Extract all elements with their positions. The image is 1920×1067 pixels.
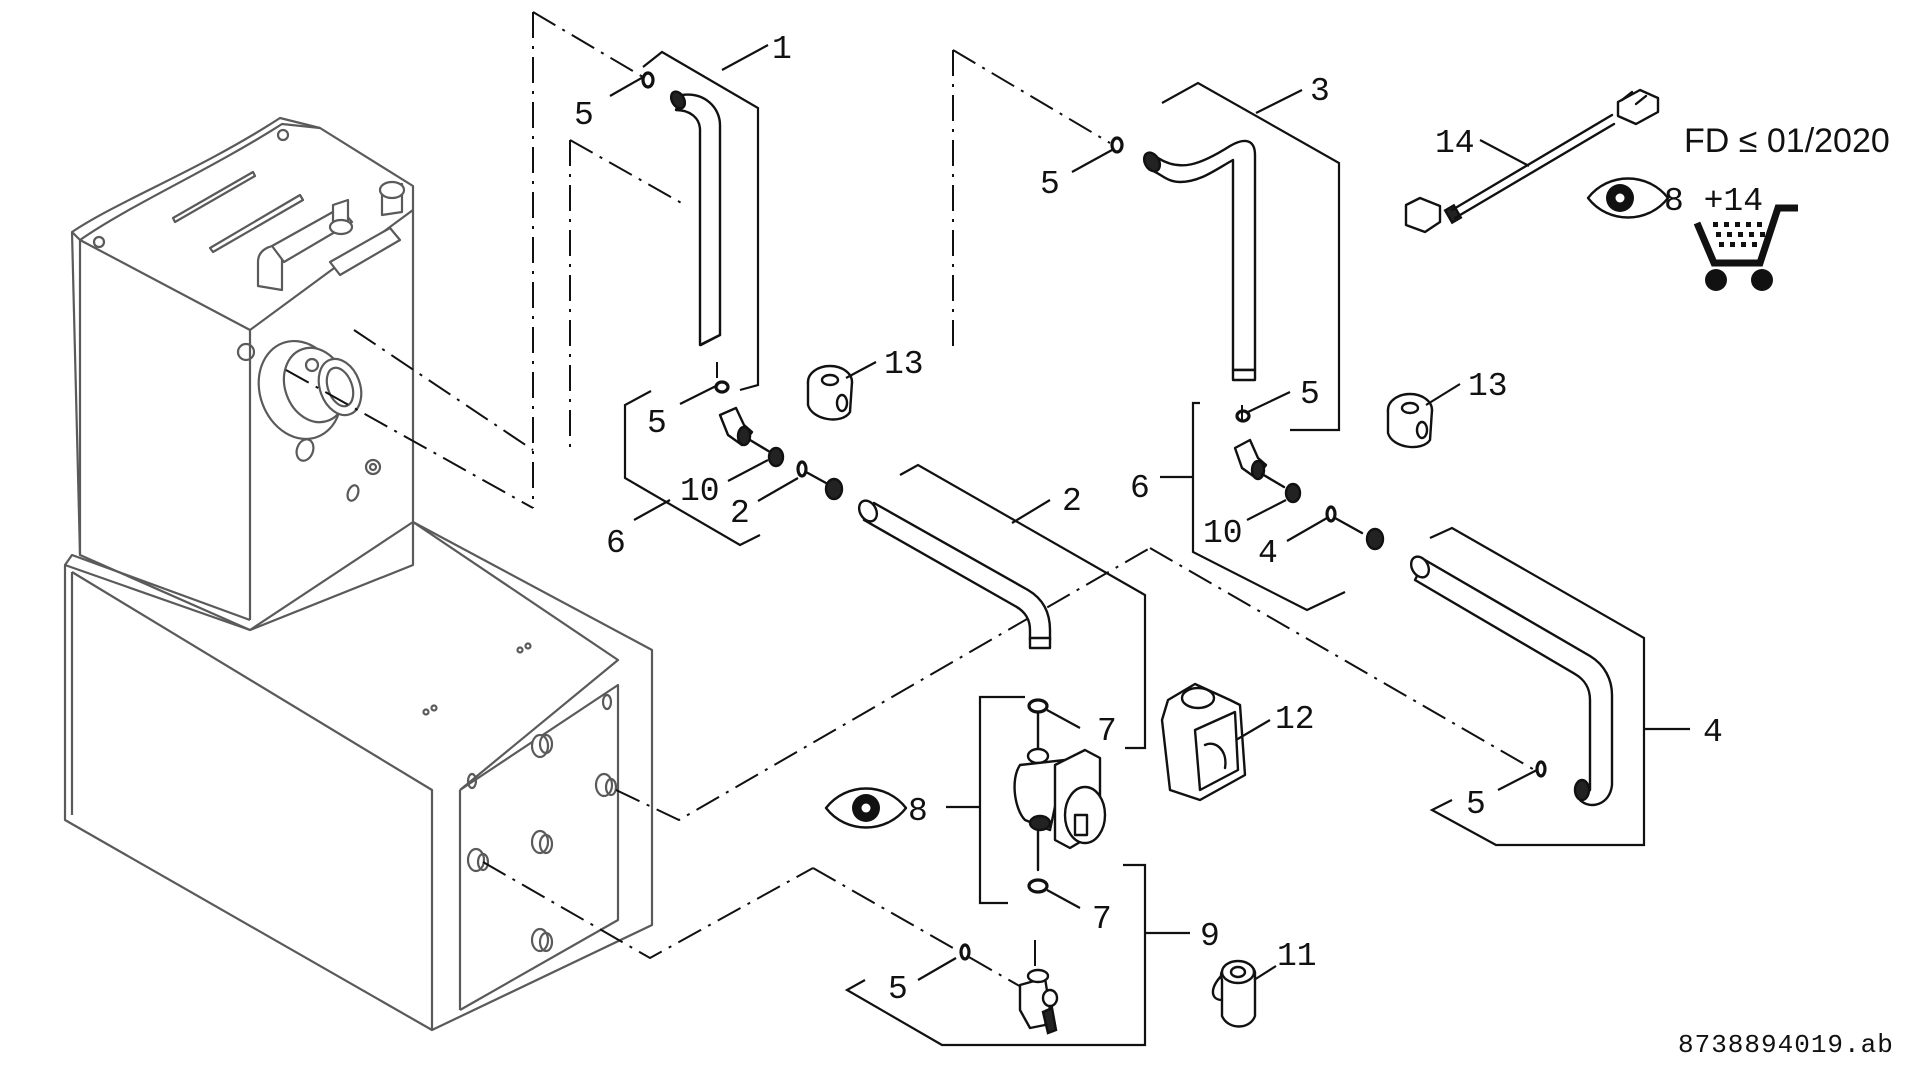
tank-nozzle bbox=[530, 829, 554, 855]
bracket-9 bbox=[844, 863, 1147, 1047]
callout-1: 1 bbox=[772, 31, 792, 68]
tank-nozzle bbox=[530, 927, 554, 953]
callout-2: 2 bbox=[1062, 483, 1082, 520]
callout-2: 2 bbox=[730, 495, 750, 532]
upper-module bbox=[70, 116, 415, 632]
bracket-6-right bbox=[1191, 401, 1346, 612]
callout-6: 6 bbox=[606, 525, 626, 562]
callout-14: 14 bbox=[1435, 125, 1475, 162]
fitting-13-right bbox=[1386, 392, 1434, 449]
storage-tank bbox=[63, 520, 654, 1032]
visibility-parts-note: 8 +14 bbox=[1664, 183, 1763, 220]
bracket-1 bbox=[642, 50, 760, 392]
callout-10: 10 bbox=[680, 473, 720, 510]
circulation-pump bbox=[1013, 698, 1107, 894]
callout-5: 5 bbox=[1300, 376, 1320, 413]
drain-valve bbox=[959, 943, 1059, 1035]
validity-note: FD ≤ 01/2020 bbox=[1684, 122, 1890, 160]
bracket-8 bbox=[978, 695, 1025, 905]
tank-nozzle bbox=[466, 847, 490, 873]
connection-lines bbox=[285, 11, 1539, 1005]
shopping-cart-icon bbox=[1693, 204, 1798, 291]
fitting-11 bbox=[1211, 959, 1257, 1028]
elbow-connector-set-right bbox=[1233, 409, 1385, 551]
bracket-2 bbox=[899, 463, 1147, 750]
callout-3: 3 bbox=[1310, 73, 1330, 110]
callout-13: 13 bbox=[1468, 368, 1508, 405]
callout-5: 5 bbox=[1040, 166, 1060, 203]
elbow-connector-set-left bbox=[714, 380, 844, 501]
eye-icon bbox=[824, 787, 908, 829]
pipe-2 bbox=[857, 499, 1052, 650]
callout-7: 7 bbox=[1097, 713, 1117, 750]
fitting-13-left bbox=[806, 364, 854, 421]
callout-4: 4 bbox=[1703, 714, 1723, 751]
callout-11: 11 bbox=[1277, 938, 1317, 975]
callout-5: 5 bbox=[574, 97, 594, 134]
cable-harness bbox=[1404, 88, 1660, 234]
callout-5: 5 bbox=[647, 405, 667, 442]
callout-9: 9 bbox=[1200, 918, 1220, 955]
document-id: 8738894019.ab bbox=[1678, 1030, 1894, 1060]
callout-4: 4 bbox=[1258, 535, 1278, 572]
callout-10: 10 bbox=[1203, 515, 1243, 552]
callout-5: 5 bbox=[888, 971, 908, 1008]
valve-body-12 bbox=[1160, 682, 1247, 802]
bracket-4 bbox=[1429, 526, 1646, 847]
callout-7: 7 bbox=[1092, 901, 1112, 938]
tank-nozzle bbox=[594, 772, 618, 798]
callout-8: 8 bbox=[908, 793, 928, 830]
callout-12: 12 bbox=[1275, 701, 1315, 738]
callout-13: 13 bbox=[884, 346, 924, 383]
eye-icon bbox=[1586, 177, 1670, 219]
pipe-1 bbox=[641, 71, 722, 347]
pipe-3 bbox=[1110, 136, 1257, 382]
callout-5: 5 bbox=[1466, 786, 1486, 823]
heat-pump-unit bbox=[63, 116, 654, 1032]
bracket-3 bbox=[1161, 81, 1341, 432]
tank-nozzle bbox=[530, 733, 554, 759]
callout-6: 6 bbox=[1130, 470, 1150, 507]
bracket-6-left bbox=[623, 390, 761, 547]
pipe-4 bbox=[1409, 555, 1614, 807]
